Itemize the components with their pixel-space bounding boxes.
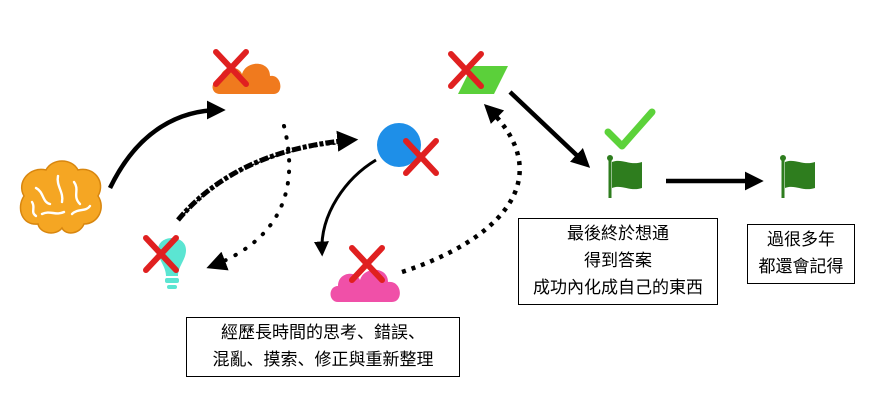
circle-icon bbox=[377, 123, 421, 167]
brain-icon bbox=[19, 160, 102, 234]
cloud-icon bbox=[330, 269, 400, 302]
caption-memory-line-1: 過很多年 bbox=[767, 230, 835, 250]
caption-process-line-2: 混亂、摸索、修正與重新整理 bbox=[212, 350, 434, 370]
flag-icon bbox=[780, 155, 815, 198]
cross-icon bbox=[403, 138, 439, 176]
caption-process-line-1: 經歷長時間的思考、錯誤、 bbox=[221, 323, 425, 343]
caption-process: 經歷長時間的思考、錯誤、 混亂、摸索、修正與重新整理 bbox=[186, 317, 460, 377]
arrow-parallelogram-to-answer bbox=[508, 90, 591, 168]
caption-memory: 過很多年 都還會記得 bbox=[747, 224, 855, 284]
arrow-cloud-to-bulb bbox=[206, 124, 292, 271]
caption-answer: 最後終於想通 得到答案 成功內化成自己的東西 bbox=[518, 218, 718, 305]
cross-icon bbox=[448, 51, 484, 89]
caption-answer-line-1: 最後終於想通 bbox=[567, 224, 669, 244]
arrow-pinkcloud-to-parallelogram bbox=[401, 104, 522, 275]
caption-answer-line-2: 得到答案 bbox=[584, 251, 652, 271]
arrow-bulb-to-circle bbox=[176, 130, 359, 222]
caption-answer-line-3: 成功內化成自己的東西 bbox=[533, 278, 703, 298]
arrow-circle-to-pinkcloud bbox=[313, 158, 377, 257]
flag-icon bbox=[607, 155, 642, 198]
check-icon bbox=[604, 108, 656, 150]
cross-icon bbox=[349, 245, 385, 283]
cross-icon bbox=[213, 49, 249, 87]
caption-memory-line-2: 都還會記得 bbox=[758, 257, 844, 277]
arrow-brain-to-cloud bbox=[107, 100, 226, 189]
cross-icon bbox=[143, 235, 179, 273]
